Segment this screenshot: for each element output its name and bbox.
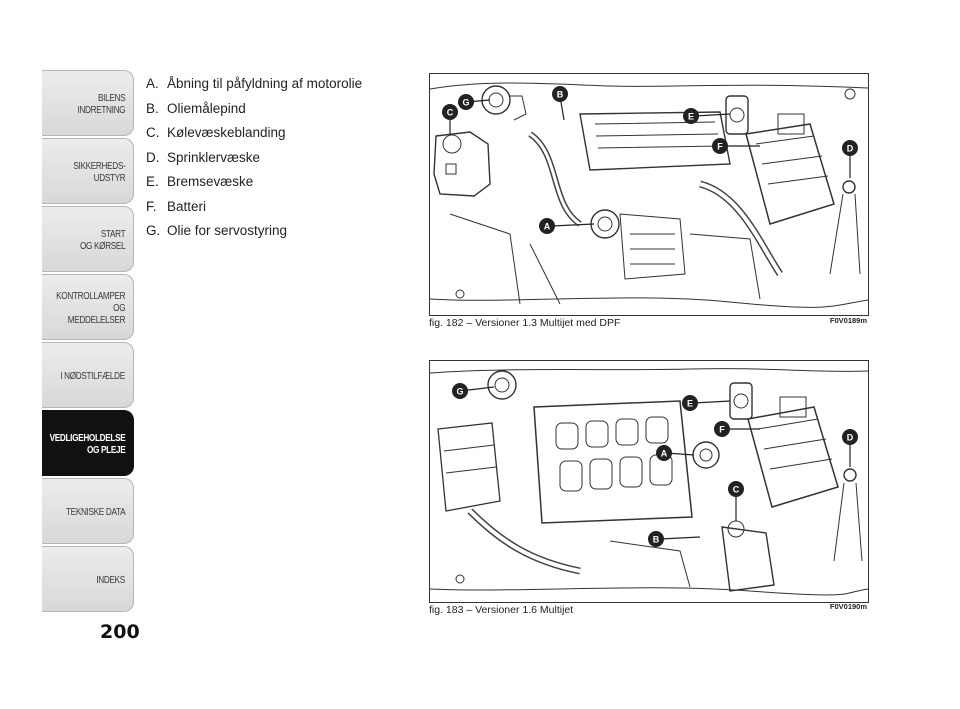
marker-d: D xyxy=(842,140,858,156)
figure-code: F0V0190m xyxy=(829,602,867,611)
legend-text: Åbning til påfyldning af motorolie xyxy=(167,76,363,91)
marker-b: B xyxy=(552,86,568,102)
marker-f: F xyxy=(712,138,728,154)
marker-a: A xyxy=(539,218,555,234)
tab-label: TEKNISKE DATA xyxy=(65,507,126,518)
legend-item: A. Åbning til påfyldning af motorolie xyxy=(146,72,362,97)
svg-text:F: F xyxy=(717,142,723,152)
legend-item: F. Batteri xyxy=(146,195,362,220)
legend-item: D. Sprinklervæske xyxy=(146,146,362,171)
svg-text:B: B xyxy=(653,535,660,545)
tab-tekniske-data[interactable]: TEKNISKE DATA xyxy=(42,478,134,544)
legend-item: C. Kølevæskeblanding xyxy=(146,121,362,146)
tab-kontrollamper[interactable]: KONTROLLAMPER OG MEDDELELSER xyxy=(42,274,134,340)
legend-key: A. xyxy=(146,76,159,91)
engine-bay-illustration-1: G C B E F D A xyxy=(430,82,868,308)
legend-text: Bremsevæske xyxy=(167,174,254,189)
tab-label: VEDLIGEHOLDELSE OG PLEJE xyxy=(49,433,125,456)
engine-diagram-fig183: G E F D A C B xyxy=(429,360,869,603)
svg-text:G: G xyxy=(456,387,463,397)
tab-bilens-indretning[interactable]: BILENS INDRETNING xyxy=(42,70,134,136)
legend-key: B. xyxy=(146,100,159,116)
marker-c: C xyxy=(728,481,744,497)
legend-text: Batteri xyxy=(167,198,207,214)
svg-text:A: A xyxy=(661,449,668,459)
tab-start-og-korsel[interactable]: START OG KØRSEL xyxy=(42,206,134,272)
figure-caption: fig. 182 – Versioner 1.3 Multijet med DP… xyxy=(429,317,621,329)
legend-key: F. xyxy=(146,198,157,214)
legend-key: C. xyxy=(146,125,160,140)
tab-label: BILENS INDRETNING xyxy=(77,93,125,116)
marker-e: E xyxy=(683,108,699,124)
svg-text:A: A xyxy=(544,222,551,232)
tab-sikkerhedsudstyr[interactable]: SIKKERHEDS- UDSTYR xyxy=(42,138,134,204)
legend-text: Oliemålepind xyxy=(167,100,246,116)
marker-e: E xyxy=(682,395,698,411)
legend-key: D. xyxy=(146,149,160,165)
legend-item: G. Olie for servostyring xyxy=(146,219,362,244)
engine-diagram-fig182: G C B E F D A xyxy=(429,73,869,316)
legend-text: Sprinklervæske xyxy=(167,149,261,165)
svg-text:D: D xyxy=(847,433,854,443)
legend-item: E. Bremsevæske xyxy=(146,170,362,195)
legend-text: Olie for servostyring xyxy=(167,223,288,238)
component-legend: A. Åbning til påfyldning af motorolie B. O… xyxy=(146,72,362,244)
tab-label: I NØDSTILFÆLDE xyxy=(60,371,125,382)
legend-key: E. xyxy=(146,174,159,189)
legend-item: B. Oliemålepind xyxy=(146,97,362,122)
svg-text:D: D xyxy=(847,144,854,154)
marker-f: F xyxy=(714,421,730,437)
tab-label: KONTROLLAMPER OG MEDDELELSER xyxy=(55,291,125,326)
svg-text:C: C xyxy=(733,485,740,495)
svg-text:G: G xyxy=(462,98,469,108)
section-tabs: BILENS INDRETNING SIKKERHEDS- UDSTYR STA… xyxy=(42,70,134,614)
marker-g: G xyxy=(458,94,474,110)
figure-code: F0V0189m xyxy=(829,316,867,325)
legend-key: G. xyxy=(146,223,161,238)
tab-vedligeholdelse[interactable]: VEDLIGEHOLDELSE OG PLEJE xyxy=(42,410,134,476)
marker-g: G xyxy=(452,383,468,399)
svg-text:F: F xyxy=(719,425,725,435)
svg-text:C: C xyxy=(447,108,454,118)
marker-a: A xyxy=(656,445,672,461)
figure-caption: fig. 183 – Versioner 1.6 Multijet xyxy=(429,604,574,616)
tab-nodstilfaelde[interactable]: I NØDSTILFÆLDE xyxy=(42,342,134,408)
page-number: 200 xyxy=(100,621,140,643)
tab-label: INDEKS xyxy=(96,575,125,586)
tab-indeks[interactable]: INDEKS xyxy=(42,546,134,612)
svg-text:E: E xyxy=(688,112,694,122)
tab-label: SIKKERHEDS- UDSTYR xyxy=(73,161,125,184)
marker-d: D xyxy=(842,429,858,445)
marker-c: C xyxy=(442,104,458,120)
tab-label: START OG KØRSEL xyxy=(79,229,126,252)
legend-text: Kølevæskeblanding xyxy=(167,125,286,140)
marker-b: B xyxy=(648,531,664,547)
engine-bay-illustration-2: G E F D A C B xyxy=(430,368,868,596)
svg-text:B: B xyxy=(557,90,564,100)
svg-text:E: E xyxy=(687,399,693,409)
